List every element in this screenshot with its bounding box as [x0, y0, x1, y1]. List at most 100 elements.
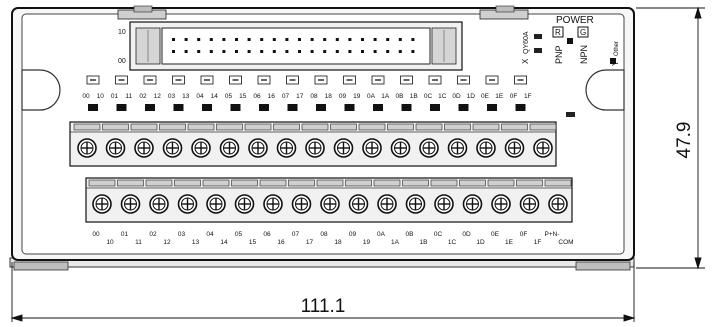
- connector-pin: [348, 50, 352, 53]
- pnp-box-letter: R: [555, 28, 561, 37]
- terminal-slot: [216, 123, 243, 131]
- model-code: QY60A: [523, 31, 530, 54]
- channel-led: [173, 104, 184, 111]
- terminal-slot: [174, 179, 201, 187]
- indicator-window-mark: [118, 79, 125, 81]
- led-label: 1F: [524, 93, 532, 100]
- led-label: 1B: [410, 93, 418, 100]
- channel-led: [344, 104, 355, 111]
- led-label: 1C: [438, 93, 447, 100]
- terminal-slot: [73, 123, 101, 131]
- channel-led: [287, 104, 298, 111]
- connector-pin: [235, 38, 238, 41]
- terminal-label-top: 0A: [377, 231, 386, 238]
- terminal-slot: [373, 179, 401, 187]
- terminal-slot: [231, 179, 258, 187]
- power-label: POWER: [556, 15, 594, 26]
- terminal-label-top: 00: [92, 231, 100, 238]
- terminal-slot: [544, 179, 572, 187]
- connector-pin: [184, 50, 188, 53]
- width-dimension-value: 111.1: [301, 296, 346, 317]
- mounting-slot-right: [585, 69, 625, 111]
- channel-led: [230, 104, 241, 111]
- terminal-slot: [117, 179, 144, 187]
- terminal-screw: [504, 138, 525, 158]
- connector-pin: [361, 50, 364, 53]
- channel-led: [458, 104, 469, 111]
- terminal-screw: [390, 138, 411, 158]
- terminal-screw: [162, 138, 183, 158]
- terminal-screw: [149, 194, 169, 214]
- indicator-window-mark: [403, 79, 410, 81]
- connector-pin: [222, 38, 226, 41]
- led-label: 0A: [367, 93, 376, 100]
- terminal-screw: [320, 194, 340, 214]
- led-label: 15: [239, 93, 247, 100]
- led-label: 07: [282, 93, 290, 100]
- terminal-screw: [462, 194, 483, 214]
- connector-pin: [323, 38, 327, 41]
- connector-pin: [247, 50, 251, 53]
- connector-pin: [209, 50, 213, 53]
- led-label: 00: [82, 93, 90, 100]
- terminal-label-top: 04: [206, 231, 214, 238]
- terminal-screw: [305, 138, 325, 158]
- channel-led: [430, 104, 440, 111]
- terminal-slot: [273, 123, 300, 131]
- channel-led: [515, 104, 526, 111]
- indicator-window-mark: [261, 79, 267, 81]
- terminal-screw: [362, 138, 382, 158]
- terminal-screw: [434, 194, 454, 214]
- led-label: 17: [296, 93, 304, 100]
- led-label: 19: [353, 93, 361, 100]
- indicator-window-mark: [289, 79, 296, 81]
- terminal-screw: [105, 138, 126, 158]
- connector-pin: [260, 38, 264, 41]
- led-label: 06: [253, 93, 261, 100]
- terminal-slot: [316, 179, 344, 187]
- indicator-window-mark: [90, 79, 96, 81]
- indicator-window-mark: [375, 79, 381, 81]
- led-label: 0F: [510, 93, 518, 100]
- connector-pin: [298, 50, 301, 53]
- led-label: 1D: [467, 93, 476, 100]
- terminal-label-bottom: 16: [277, 239, 285, 246]
- terminal-screw: [291, 194, 312, 214]
- y-indicator-led: [610, 58, 616, 64]
- connector-pin: [298, 38, 301, 41]
- connector-pin: [209, 38, 213, 41]
- ribbon-connector: [129, 21, 463, 71]
- width-dimension: [10, 262, 636, 322]
- indicator-window-mark: [460, 79, 467, 81]
- led-label: 14: [211, 93, 219, 100]
- terminal-slot: [130, 123, 158, 131]
- terminal-slot: [402, 179, 429, 187]
- terminal-screw: [519, 194, 540, 214]
- terminal-screw: [191, 138, 211, 158]
- connector-pin: [172, 38, 175, 41]
- indicator-window-mark: [432, 79, 438, 81]
- terminal-label-bottom: 1F: [534, 239, 542, 246]
- terminal-label-bottom: 17: [306, 239, 314, 246]
- connector-pin: [310, 50, 314, 53]
- terminal-screw: [263, 194, 283, 214]
- terminal-label-bottom: COM: [558, 239, 573, 246]
- connector-pin: [411, 50, 415, 53]
- connector-pin: [398, 50, 402, 53]
- terminal-screw: [548, 194, 568, 214]
- npn-box: [577, 26, 589, 38]
- indicator-window-mark: [147, 79, 153, 81]
- led-label: 03: [168, 93, 176, 100]
- x-indicator-led-2: [534, 48, 542, 53]
- connector-pin: [323, 50, 327, 53]
- connector-pin: [260, 50, 264, 53]
- terminal-screw: [491, 194, 511, 214]
- led-label: 0B: [396, 93, 404, 100]
- indicator-window-mark: [318, 79, 324, 81]
- terminal-label-bottom: 1B: [420, 239, 428, 246]
- led-label: 08: [310, 93, 318, 100]
- terminal-label-top: 01: [121, 231, 129, 238]
- terminal-slot: [244, 123, 272, 131]
- terminal-screw: [447, 138, 468, 158]
